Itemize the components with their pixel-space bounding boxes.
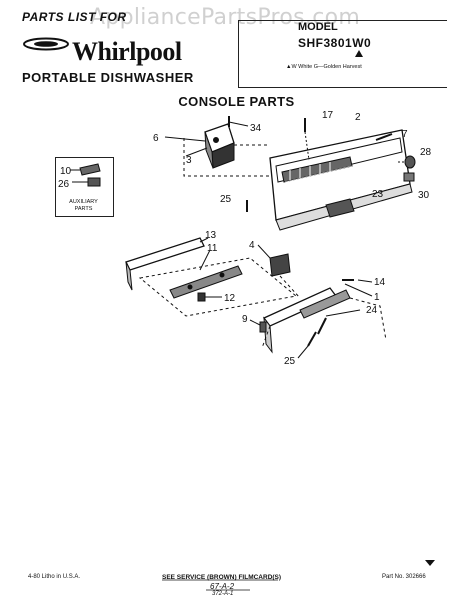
callout-3: 3 [186,155,192,166]
callout-6: 6 [153,133,159,144]
model-label: MODEL [298,21,338,33]
module-4-part [269,253,291,277]
frame-1-part [262,287,351,354]
callout-34: 34 [250,123,262,134]
bar-11-part [169,265,243,299]
callout-30: 30 [418,190,430,201]
switch-block-part [204,123,235,169]
aux-part-10 [79,163,101,176]
callout-28: 28 [420,147,432,158]
console-panel-part [269,129,413,231]
model-box [238,20,447,88]
callout-11: 11 [207,243,218,254]
callout-14: 14 [374,277,386,288]
callout-2: 2 [355,112,361,123]
callout-25-upper: 25 [220,194,232,205]
model-marker-icon [355,50,363,57]
callout-10: 10 [60,166,72,177]
aux-part-26 [87,177,101,187]
callout-17: 17 [322,110,334,121]
callout-24: 24 [366,305,378,316]
filmcard-number-2: 372-A-1 [212,591,234,597]
see-service-note: SEE SERVICE (BROWN) FILMCARD(S) [162,574,282,581]
callout-4: 4 [249,240,255,251]
model-legend: ▲W White G—Golden Harvest [286,64,362,70]
print-date-note: 4-80 Litho in U.S.A. [28,574,81,580]
whirlpool-logo-icon [23,37,69,51]
filmcard-number: 67-A-2 [210,582,235,591]
bracket-13-part [125,237,205,291]
section-title: CONSOLE PARTS [178,94,295,109]
callout-26: 26 [58,179,70,190]
knob-part [403,155,416,182]
callout-9: 9 [242,314,248,325]
callout-1: 1 [374,292,380,303]
callout-7: 7 [402,129,408,140]
product-title: PORTABLE DISHWASHER [22,70,194,85]
footer-arrow-icon [425,560,435,566]
parts-list-label: PARTS LIST FOR [22,10,127,24]
callout-13: 13 [205,230,217,241]
callout-23: 23 [372,189,384,200]
brand-name: Whirlpool [72,37,182,66]
watermark: AppliancePartsPros.com [90,5,361,30]
model-number: SHF3801W0 [298,36,372,50]
document-part-number: Part No. 302666 [382,574,426,580]
callout-25-lower: 25 [284,356,296,367]
callout-12: 12 [224,293,236,304]
auxiliary-parts-box [55,157,114,217]
